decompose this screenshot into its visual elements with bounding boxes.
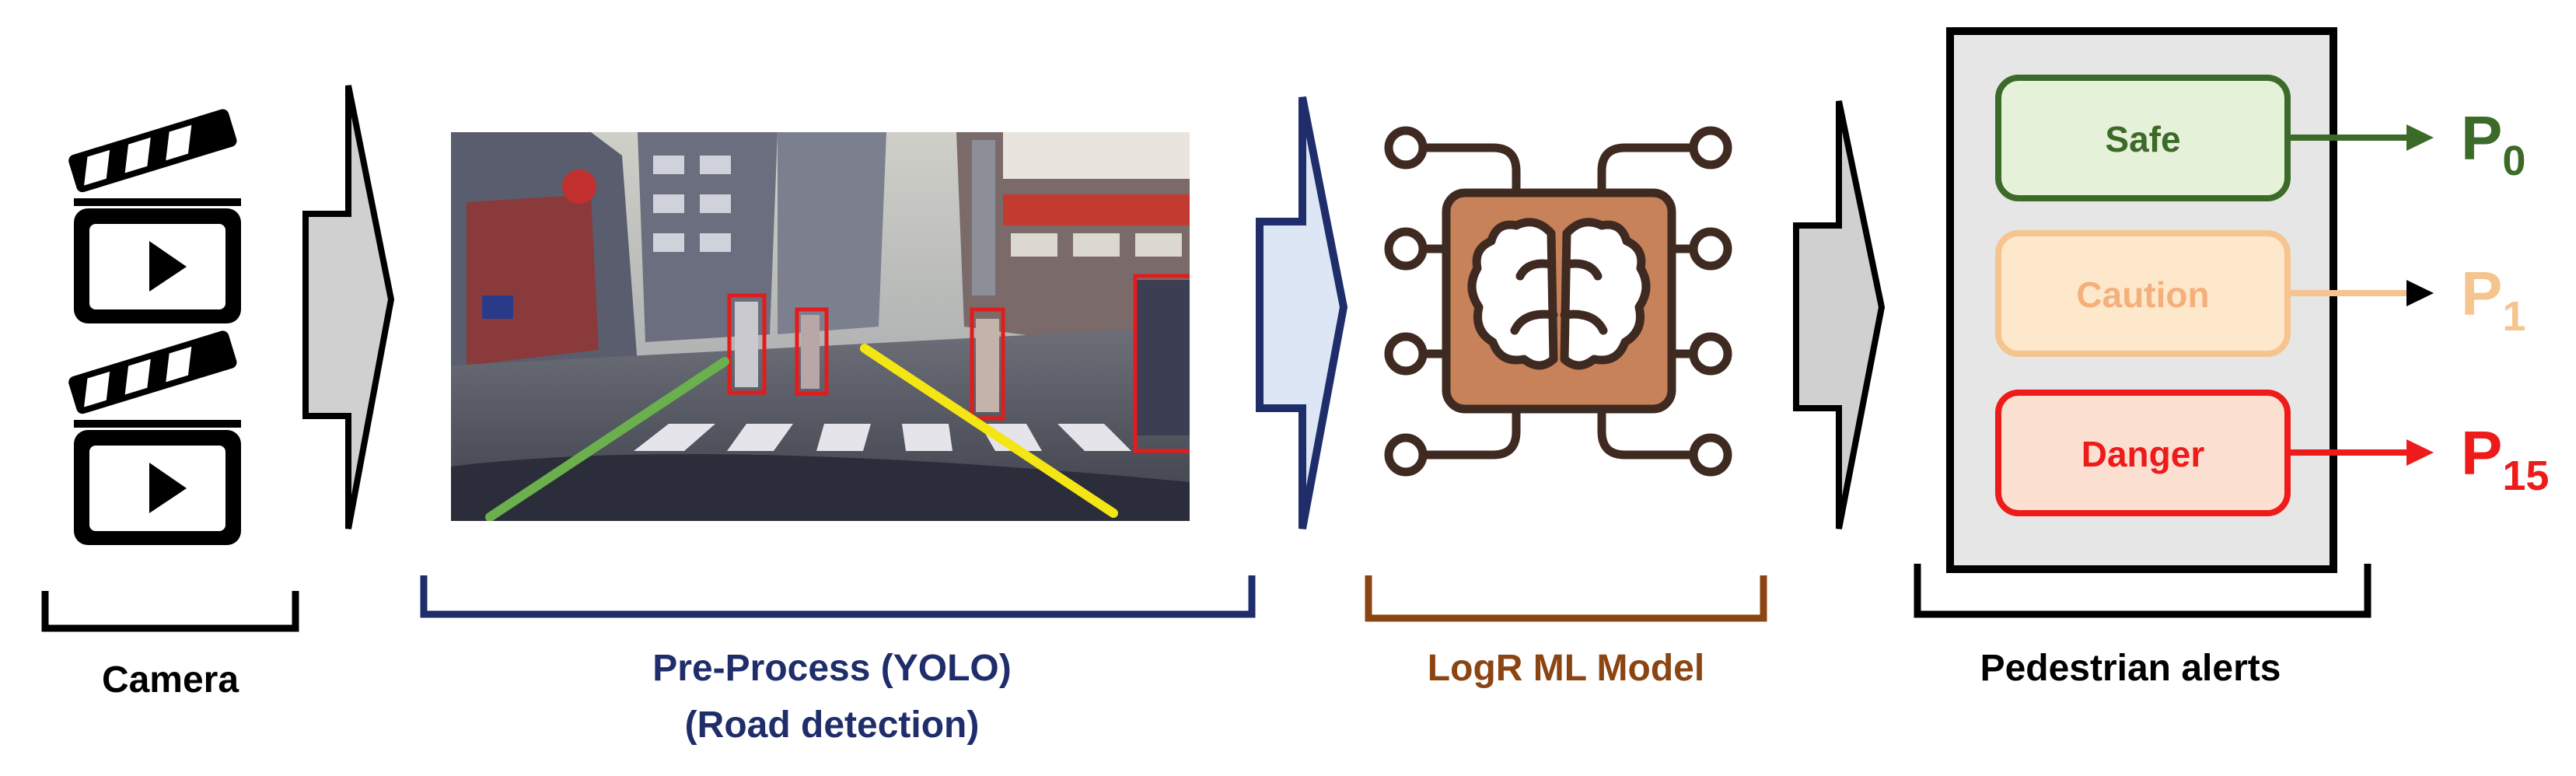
camera-icon-bottom [68,330,241,545]
alerts-bracket [1914,564,2372,618]
detection-box [1133,274,1190,453]
flow-arrow-3 [1793,100,1886,530]
road-scene-image [451,132,1190,521]
preprocess-label-line2: (Road detection) [685,704,980,746]
model-bracket [1365,575,1767,622]
flow-arrow-2 [1256,96,1348,530]
chip-brain-icon [1384,126,1732,477]
camera-label: Camera [102,659,239,701]
road-boundary-left [485,357,729,521]
priority-safe: P0 [2461,103,2525,184]
road-boundary-right [860,344,1118,518]
detection-box [795,307,829,396]
alert-level-caution: Caution [2076,274,2209,315]
priority-caution: P1 [2461,259,2525,340]
camera-bracket [41,591,299,632]
arrowhead-icon [2406,280,2434,306]
alert-level-safe: Safe [2105,119,2180,159]
camera-icon-top [68,109,241,323]
priority-danger: P15 [2461,418,2549,499]
arrowhead-icon [2406,439,2434,466]
preprocess-label-line1: Pre-Process (YOLO) [652,648,1011,689]
clapperboard-play-icon [68,330,241,545]
alerts-label: Pedestrian alerts [1980,648,2281,689]
model-label: LogR ML Model [1428,648,1704,689]
arrowhead-icon [2406,124,2434,151]
detection-box [727,293,767,395]
alert-level-danger: Danger [2081,434,2205,474]
flow-arrow-1 [302,85,395,530]
preprocess-bracket [420,575,1256,618]
clapperboard-play-icon [68,109,241,323]
detection-box [970,307,1005,421]
